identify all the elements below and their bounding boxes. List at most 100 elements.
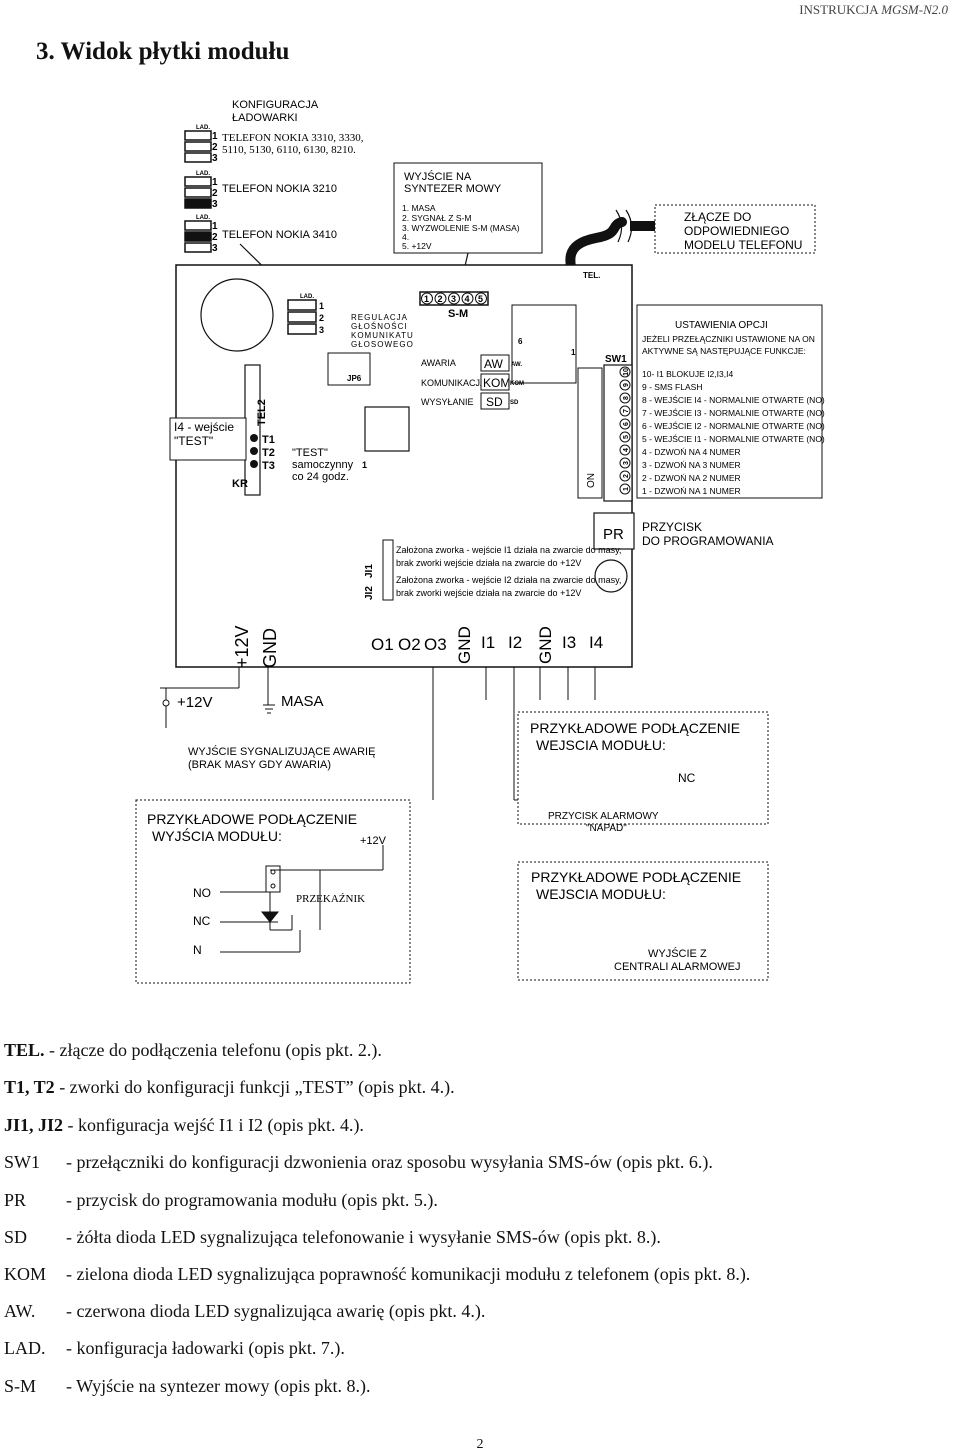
legend-desc: - zielona dioda LED sygnalizująca popraw…	[66, 1264, 751, 1284]
dip-number: 3	[623, 461, 630, 465]
dip-switch-knob	[619, 483, 631, 495]
synth-pin-5: 5. +12V	[402, 241, 432, 251]
term-gnd2: GND	[455, 626, 474, 664]
jumper-pin-1	[184, 176, 212, 187]
pin-num: 2	[319, 313, 324, 323]
board-lad-pin	[287, 323, 317, 335]
central-1: WYJŚCIE Z	[648, 947, 707, 960]
dip-body	[577, 367, 603, 499]
sm-pin-label: 4	[465, 294, 470, 304]
pin-1: 1	[571, 348, 576, 357]
test-line-1: "TEST"	[292, 447, 328, 459]
relay-label: PRZEKAŹNIK	[296, 893, 365, 905]
tel-label: TEL.	[583, 271, 600, 280]
relay-component	[511, 304, 577, 384]
i4-line-2: "TEST"	[174, 434, 213, 448]
awaria-label: AWARIA	[421, 358, 456, 368]
lad-label-3: LAD.	[196, 215, 210, 221]
jumper-dot	[250, 434, 258, 442]
pr-desc-2: DO PROGRAMOWANIA	[642, 534, 774, 548]
board-lad-pin	[287, 311, 317, 323]
option-item: 1 - DZWOŃ NA 1 NUMER	[642, 486, 741, 496]
pin-1b: 1	[362, 460, 367, 470]
ji-text-3: Założona zworka - wejście I2 działa na z…	[396, 575, 621, 585]
pin-num: 2	[212, 232, 218, 243]
volume-line-3: KOMUNIKATU	[351, 331, 414, 340]
term-gnd3: GND	[536, 626, 555, 664]
nc-label: NC	[678, 771, 696, 785]
volume-line-1: REGULACJA	[351, 313, 408, 322]
aw-text: AW	[484, 357, 504, 371]
jumper-pin-3	[184, 152, 212, 163]
ji-text-1: Założona zworka - wejście I1 działa na z…	[396, 545, 621, 555]
dip-switch-knob	[619, 457, 631, 469]
term-o3: O3	[424, 635, 447, 654]
pr-button	[593, 512, 635, 550]
input-example-box-2: PRZYKŁADOWE PODŁĄCZENIE WEJSCIA MODUŁU: …	[517, 861, 769, 981]
jumper-pin-2	[184, 231, 212, 242]
option-item: 4 - DZWOŃ NA 4 NUMER	[642, 447, 741, 457]
pin-num: 1	[212, 177, 218, 188]
pr-desc-1: PRZYCISK	[642, 520, 702, 534]
kom-text: KOM	[483, 376, 510, 390]
dip-switch-knob	[619, 366, 631, 378]
board-diagram: KONFIGURACJA ŁADOWARKI LAD. 1 2 3 TELEFO…	[135, 99, 825, 984]
pin-num: 1	[212, 131, 218, 142]
led-kom	[480, 373, 510, 391]
dip-switch-knob	[619, 470, 631, 482]
test-line-3: co 24 godz.	[292, 471, 349, 483]
sm-pin-label: 1	[424, 294, 429, 304]
dip-on-label: ON	[586, 473, 597, 488]
button-1: PRZYCISK ALARMOWY	[548, 811, 659, 822]
dip-number: 5	[623, 435, 630, 439]
charger-opt-2: TELEFON NOKIA 3210	[222, 183, 337, 195]
output-ex-2: WYJŚCIA MODUŁU:	[152, 827, 282, 844]
jumper-pin-2	[184, 187, 212, 198]
volume-line-2: GŁOŚNOŚCI	[351, 322, 408, 331]
synth-pin-3: 3. WYZWOLENIE S-M (MASA)	[402, 223, 520, 233]
wysylanie-label: WYSYŁANIE	[421, 397, 474, 407]
ji-text-2: brak zworki wejście działa na zwarcie do…	[396, 558, 581, 568]
dip-number: 4	[623, 448, 630, 452]
term-i2: I2	[508, 633, 522, 652]
wire-12v: +12V	[177, 694, 212, 711]
pin-num: 3	[212, 243, 218, 254]
pin-6: 6	[518, 337, 523, 346]
conn-line-1: ZŁĄCZE DO	[684, 210, 751, 224]
pr-label: PR	[603, 526, 624, 543]
board-lad-label: LAD.	[300, 294, 314, 300]
section-title: 3. Widok płytki modułu	[36, 38, 290, 65]
dip-switch-knob	[619, 418, 631, 430]
legend-term: KOM	[4, 1264, 47, 1284]
page-header: INSTRUKCJA MGSM-N2.0	[799, 2, 948, 18]
term-gnd: GND	[260, 628, 280, 668]
legend-term: S-M	[4, 1376, 37, 1396]
pr-circle	[594, 559, 628, 593]
pin-num: 3	[212, 153, 218, 164]
synth-pin-2: 2. SYGNAŁ Z S-M	[402, 213, 471, 223]
legend-term: LAD.	[4, 1338, 46, 1358]
i4-box	[169, 417, 247, 461]
charger-opt-3: TELEFON NOKIA 3410	[222, 229, 337, 241]
dip-switch-knob	[619, 405, 631, 417]
pin-num: 3	[212, 199, 218, 210]
option-item: 8 - WEJŚCIE I4 - NORMALNIE OTWARTE (NO)	[642, 394, 825, 405]
kr-label: KR	[232, 478, 248, 490]
phone-connector-box: ZŁĄCZE DO ODPOWIEDNIEGO MODELU TELEFONU	[654, 204, 816, 254]
jp6-label: JP6	[347, 374, 362, 383]
input-ex2-1: PRZYKŁADOWE PODŁĄCZENIE	[531, 869, 741, 885]
options-sub-2: AKTYWNE SĄ NASTĘPUJĄCE FUNKCJE:	[642, 346, 806, 356]
i4-line-1: I4 - wejście	[174, 420, 234, 434]
sm-pin	[448, 292, 460, 305]
ic-component	[364, 406, 410, 452]
legend-term: AW.	[4, 1301, 36, 1321]
dip-number: 7	[623, 409, 630, 413]
options-box	[636, 304, 823, 499]
charger-title-1: KONFIGURACJA	[232, 99, 319, 111]
no-label: NO	[193, 886, 211, 900]
fault-2: (BRAK MASY GDY AWARIA)	[188, 759, 331, 771]
page-number: 2	[476, 1437, 484, 1452]
dip-switch-knob	[619, 392, 631, 404]
sm-pin	[434, 292, 447, 305]
jumper-pin-1	[184, 220, 212, 231]
